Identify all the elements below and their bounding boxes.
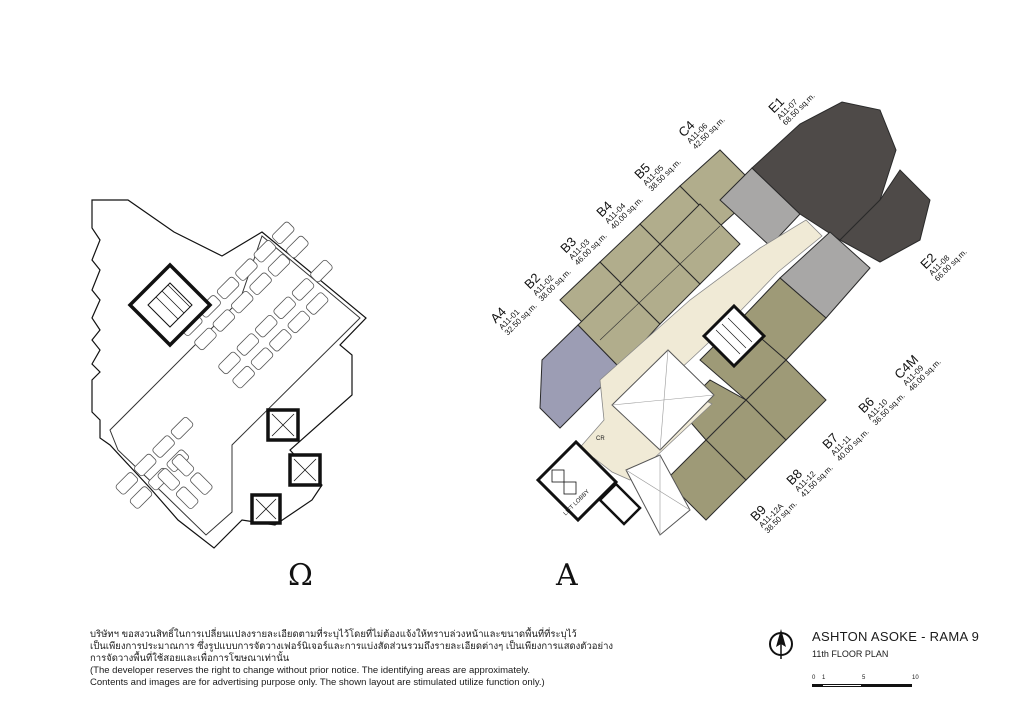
- floor-plan-subtitle: 11th FLOOR PLAN: [812, 649, 889, 659]
- scale-tick-0: 0: [812, 675, 816, 681]
- scale-tick-5: 5: [862, 675, 866, 681]
- scale-bar: 0 1 5 10: [812, 675, 922, 691]
- cr-label: CR: [596, 436, 605, 442]
- scale-segment-2: [822, 684, 862, 687]
- left-tower-plan: [91, 199, 367, 549]
- left-stair-core: [127, 262, 213, 348]
- north-arrow-icon: [769, 629, 793, 659]
- unit-e1: [751, 101, 897, 241]
- unit-e2: [839, 169, 931, 263]
- scale-tick-1: 1: [822, 675, 826, 681]
- scale-tick-10: 10: [912, 675, 919, 681]
- left-tower-outline: [91, 199, 367, 549]
- scale-segment-1: [812, 684, 822, 687]
- disclaimer-en-line-1: (The developer reserves the right to cha…: [90, 665, 531, 676]
- parking-bays: [115, 221, 333, 509]
- disclaimer-en-line-2: Contents and images are for advertising …: [90, 677, 545, 688]
- disclaimer: บริษัทฯ ขอสงวนสิทธิ์ในการเปลี่ยนแปลงรายล…: [90, 629, 650, 689]
- disclaimer-thai-line-1: บริษัทฯ ขอสงวนสิทธิ์ในการเปลี่ยนแปลงรายล…: [90, 629, 577, 640]
- left-tower-letter: Ω: [288, 558, 313, 593]
- project-title: ASHTON ASOKE - RAMA 9: [812, 629, 980, 644]
- left-shafts: [250, 408, 322, 525]
- scale-segment-3: [862, 684, 912, 687]
- disclaimer-thai-line-3: การจัดวางพื้นที่ใช้สอยและเพื่อการโฆษณาเท…: [90, 653, 290, 664]
- unit-walls: [599, 225, 827, 441]
- right-tower-letter: A: [556, 558, 578, 593]
- disclaimer-thai-line-2: เป็นเพียงการประมาณการ ซึ่งรูปแบบการจัดวา…: [90, 641, 614, 652]
- right-tower-plan: [535, 101, 931, 536]
- right-stair-core: [701, 303, 767, 369]
- lift-lobby: [535, 439, 642, 526]
